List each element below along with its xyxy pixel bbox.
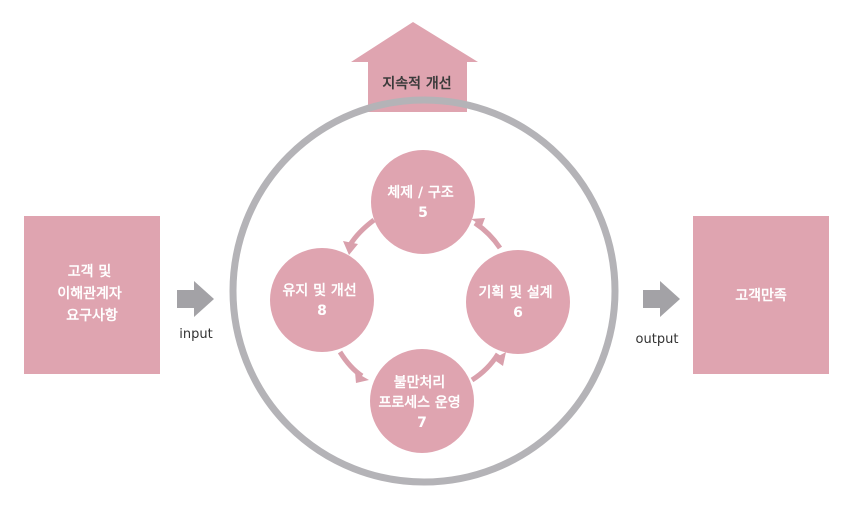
connector-left-to-bottom: [337, 350, 364, 379]
input-arrow: [177, 281, 214, 317]
node-planning-design: [466, 250, 570, 354]
node-planning-design-text: 기획 및 설계 6: [478, 284, 557, 321]
node-complaint-process-text: 불만처리 프로세스 운영 7: [378, 375, 465, 431]
node-maintenance-improvement-text: 유지 및 개선 8: [282, 282, 361, 319]
connector-right-to-top: [473, 220, 503, 250]
input-label: input: [179, 327, 212, 342]
connector-top-to-left-arrowhead: [343, 241, 358, 255]
continuous-improvement-label: 지속적 개선: [382, 75, 451, 92]
customer-satisfaction-box: [693, 216, 829, 374]
customer-satisfaction-text: 고객만족: [735, 287, 787, 304]
continuous-improvement-arrow: [351, 22, 478, 112]
connector-bottom-to-right: [470, 352, 501, 383]
node-system-structure-text: 체제 / 구조 5: [387, 185, 458, 221]
connector-right-to-top-arrowhead: [471, 218, 485, 226]
output-label: output: [636, 332, 679, 347]
node-maintenance-improvement: [270, 248, 374, 352]
connector-bottom-to-right-arrowhead: [493, 352, 506, 366]
customer-requirements-text: 고객 및 이해관계자 요구사항: [57, 263, 126, 324]
node-complaint-process: [370, 349, 474, 453]
cycle-ring: [229, 96, 619, 486]
connector-top-to-left: [347, 218, 376, 247]
output-arrow: [643, 281, 680, 317]
connector-left-to-bottom-arrowhead: [355, 372, 369, 383]
customer-requirements-box: [24, 216, 160, 374]
node-system-structure: [371, 150, 475, 254]
